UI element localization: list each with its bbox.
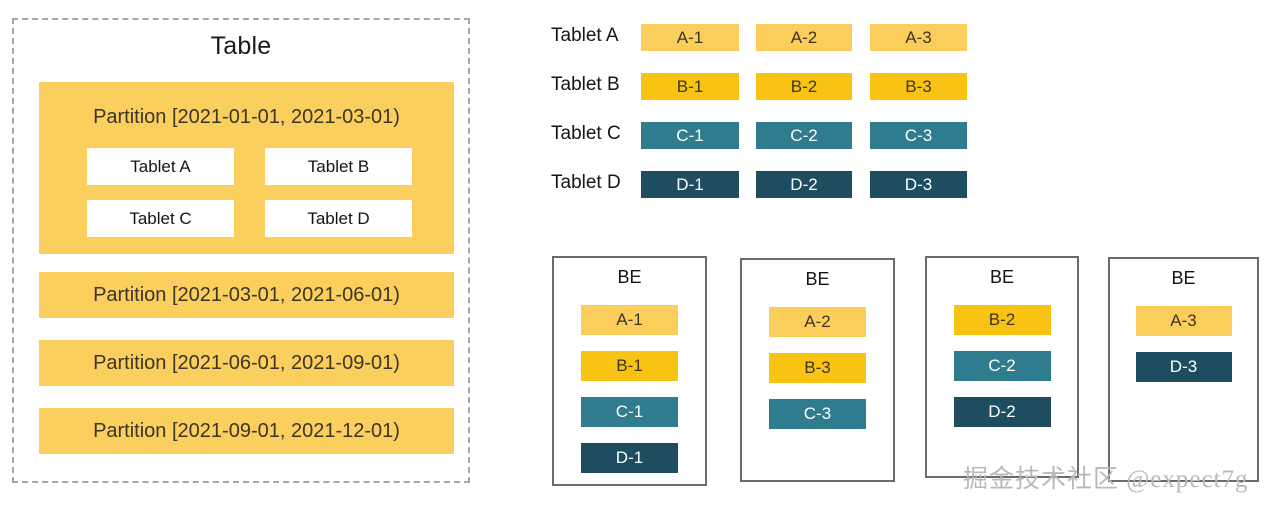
partition-box[interactable]: Partition [2021-09-01, 2021-12-01) (39, 408, 454, 454)
shard-chip[interactable]: C-2 (756, 122, 852, 149)
be-node[interactable]: BE A-3 D-3 (1108, 257, 1259, 482)
tablet-cell[interactable]: Tablet C (87, 200, 234, 237)
be-chip[interactable]: C-3 (769, 399, 866, 429)
be-chip[interactable]: D-2 (953, 397, 1051, 427)
tablet-row: Tablet D D-1 D-2 D-3 (551, 169, 981, 218)
tablet-row-label: Tablet D (551, 172, 621, 193)
tablet-cell[interactable]: Tablet A (87, 148, 234, 185)
tablet-row-label: Tablet B (551, 74, 620, 95)
tablet-row-label: Tablet C (551, 123, 621, 144)
tablet-row: Tablet C C-1 C-2 C-3 (551, 120, 981, 169)
partition-box[interactable]: Partition [2021-01-01, 2021-03-01) Table… (39, 82, 454, 254)
be-title: BE (805, 269, 830, 289)
be-title: BE (1171, 268, 1196, 288)
tablet-cell[interactable]: Tablet D (265, 200, 412, 237)
be-node[interactable]: BE A-1 B-1 C-1 D-1 (552, 256, 707, 486)
partition-label: Partition [2021-06-01, 2021-09-01) (93, 351, 400, 374)
shard-chip[interactable]: B-3 (870, 73, 967, 100)
be-chip[interactable]: B-2 (953, 305, 1051, 335)
table-panel: Table Partition [2021-01-01, 2021-03-01)… (12, 18, 470, 483)
shard-chip[interactable]: C-3 (870, 122, 967, 149)
tablet-grid: Tablet A Tablet B Tablet C Tablet D (87, 148, 427, 237)
shard-chip[interactable]: D-3 (870, 171, 967, 198)
be-chip-list: B-2 C-2 D-2 (927, 305, 1077, 427)
be-chip[interactable]: B-1 (581, 351, 678, 381)
be-chip-list: A-3 D-3 (1110, 306, 1257, 382)
shard-chip[interactable]: C-1 (641, 122, 739, 149)
tablet-cell[interactable]: Tablet B (265, 148, 412, 185)
shard-chip[interactable]: B-2 (756, 73, 852, 100)
shard-chip[interactable]: D-2 (756, 171, 852, 198)
be-chip-list: A-2 B-3 C-3 (742, 307, 893, 429)
be-node[interactable]: BE B-2 C-2 D-2 (925, 256, 1079, 478)
tablet-shard-rows: Tablet A A-1 A-2 A-3 Tablet B B-1 B-2 B-… (551, 22, 981, 218)
partition-box[interactable]: Partition [2021-03-01, 2021-06-01) (39, 272, 454, 318)
shard-chip[interactable]: A-2 (756, 24, 852, 51)
be-chip[interactable]: A-1 (581, 305, 678, 335)
partition-label: Partition [2021-03-01, 2021-06-01) (93, 283, 400, 306)
shard-chip[interactable]: B-1 (641, 73, 739, 100)
tablet-row: Tablet B B-1 B-2 B-3 (551, 71, 981, 120)
be-chip[interactable]: A-2 (769, 307, 866, 337)
page-title: Table (210, 32, 272, 60)
be-chip[interactable]: D-3 (1135, 352, 1232, 382)
tablet-row: Tablet A A-1 A-2 A-3 (551, 22, 981, 71)
be-chip-list: A-1 B-1 C-1 D-1 (554, 305, 705, 473)
shard-chip[interactable]: D-1 (641, 171, 739, 198)
be-chip[interactable]: A-3 (1135, 306, 1232, 336)
be-chip[interactable]: C-1 (581, 397, 678, 427)
be-title: BE (617, 267, 642, 287)
partition-label: Partition [2021-01-01, 2021-03-01) (93, 106, 400, 128)
be-chip[interactable]: D-1 (581, 443, 678, 473)
partition-box[interactable]: Partition [2021-06-01, 2021-09-01) (39, 340, 454, 386)
partition-label: Partition [2021-09-01, 2021-12-01) (93, 419, 400, 442)
shard-chip[interactable]: A-3 (870, 24, 967, 51)
be-title: BE (989, 267, 1014, 287)
be-chip[interactable]: B-3 (769, 353, 866, 383)
tablet-row-label: Tablet A (551, 25, 619, 46)
be-node[interactable]: BE A-2 B-3 C-3 (740, 258, 895, 482)
be-chip[interactable]: C-2 (953, 351, 1051, 381)
shard-chip[interactable]: A-1 (641, 24, 739, 51)
